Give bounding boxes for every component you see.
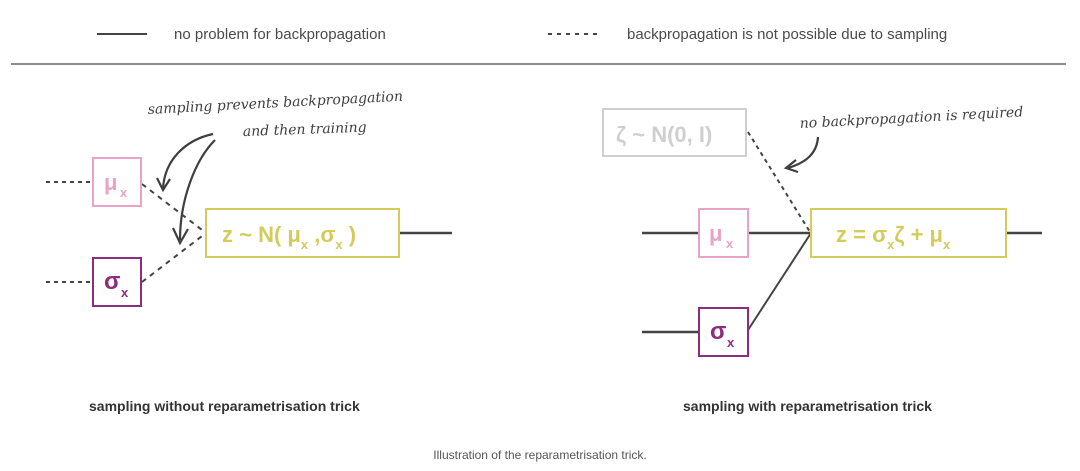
arrowhead-icon bbox=[172, 227, 189, 246]
z-formula-part: ,σ bbox=[308, 222, 335, 247]
left-annotation-line2: and then training bbox=[243, 120, 367, 140]
z-sampling-box bbox=[205, 208, 400, 258]
annotation-arrow-icon bbox=[178, 139, 216, 241]
z-reparam-box bbox=[810, 208, 1007, 258]
legend-dashed-label: backpropagation is not possible due to s… bbox=[627, 26, 947, 43]
zeta-label: ζ ~ N(0, I) bbox=[616, 122, 712, 147]
z-formula-part: z ~ N( μ bbox=[222, 222, 301, 247]
z-formula-part: z = σ bbox=[836, 222, 887, 247]
sigma-box bbox=[92, 257, 142, 307]
mu-box bbox=[698, 208, 749, 258]
sigma-symbol: σ bbox=[104, 268, 120, 295]
annotation-arrow-icon bbox=[787, 136, 820, 170]
z-formula-subscript: x bbox=[943, 237, 951, 252]
left-annotation-line1: sampling prevents backpropagation bbox=[147, 89, 403, 118]
zeta-box bbox=[602, 108, 747, 157]
left-diagram: μ x σ x z ~ N( μx ,σx ) sampling prevent… bbox=[46, 89, 452, 414]
sigma-subscript: x bbox=[727, 335, 735, 350]
legend: no problem for backpropagation backpropa… bbox=[97, 26, 947, 43]
figure-caption: Illustration of the reparametrisation tr… bbox=[433, 448, 646, 462]
z-formula-subscript: x bbox=[335, 237, 343, 252]
sigma-symbol: σ bbox=[710, 318, 726, 345]
sigma-box bbox=[698, 307, 749, 357]
sigma-to-z-edge bbox=[747, 232, 812, 331]
z-formula-part: ζ + μ bbox=[894, 222, 943, 247]
z-reparam-formula: z = σxζ + μx bbox=[836, 222, 951, 252]
zeta-to-z-dashed-edge bbox=[747, 131, 811, 233]
mu-subscript: x bbox=[726, 236, 734, 251]
legend-solid-label: no problem for backpropagation bbox=[174, 26, 386, 43]
z-sampling-formula: z ~ N( μx ,σx ) bbox=[222, 222, 356, 252]
sigma-to-z-dashed-edge bbox=[141, 232, 207, 283]
mu-to-z-dashed-edge bbox=[141, 183, 207, 234]
mu-subscript: x bbox=[120, 185, 128, 200]
right-annotation: no backpropagation is required bbox=[799, 104, 1023, 132]
mu-symbol: μ bbox=[104, 170, 117, 195]
arrowhead-icon bbox=[156, 177, 171, 193]
mu-box bbox=[92, 157, 142, 207]
z-formula-subscript: x bbox=[301, 237, 309, 252]
right-diagram: ζ ~ N(0, I) μ x σ x z = σxζ + μx no back… bbox=[602, 104, 1042, 414]
mu-symbol: μ bbox=[709, 221, 722, 246]
sigma-subscript: x bbox=[121, 285, 129, 300]
z-formula-subscript: x bbox=[887, 237, 895, 252]
right-diagram-title: sampling with reparametrisation trick bbox=[683, 398, 932, 414]
arrowhead-icon bbox=[783, 159, 799, 174]
left-diagram-title: sampling without reparametrisation trick bbox=[89, 398, 360, 414]
z-formula-part: ) bbox=[343, 222, 356, 247]
annotation-arrow-icon bbox=[161, 132, 214, 189]
